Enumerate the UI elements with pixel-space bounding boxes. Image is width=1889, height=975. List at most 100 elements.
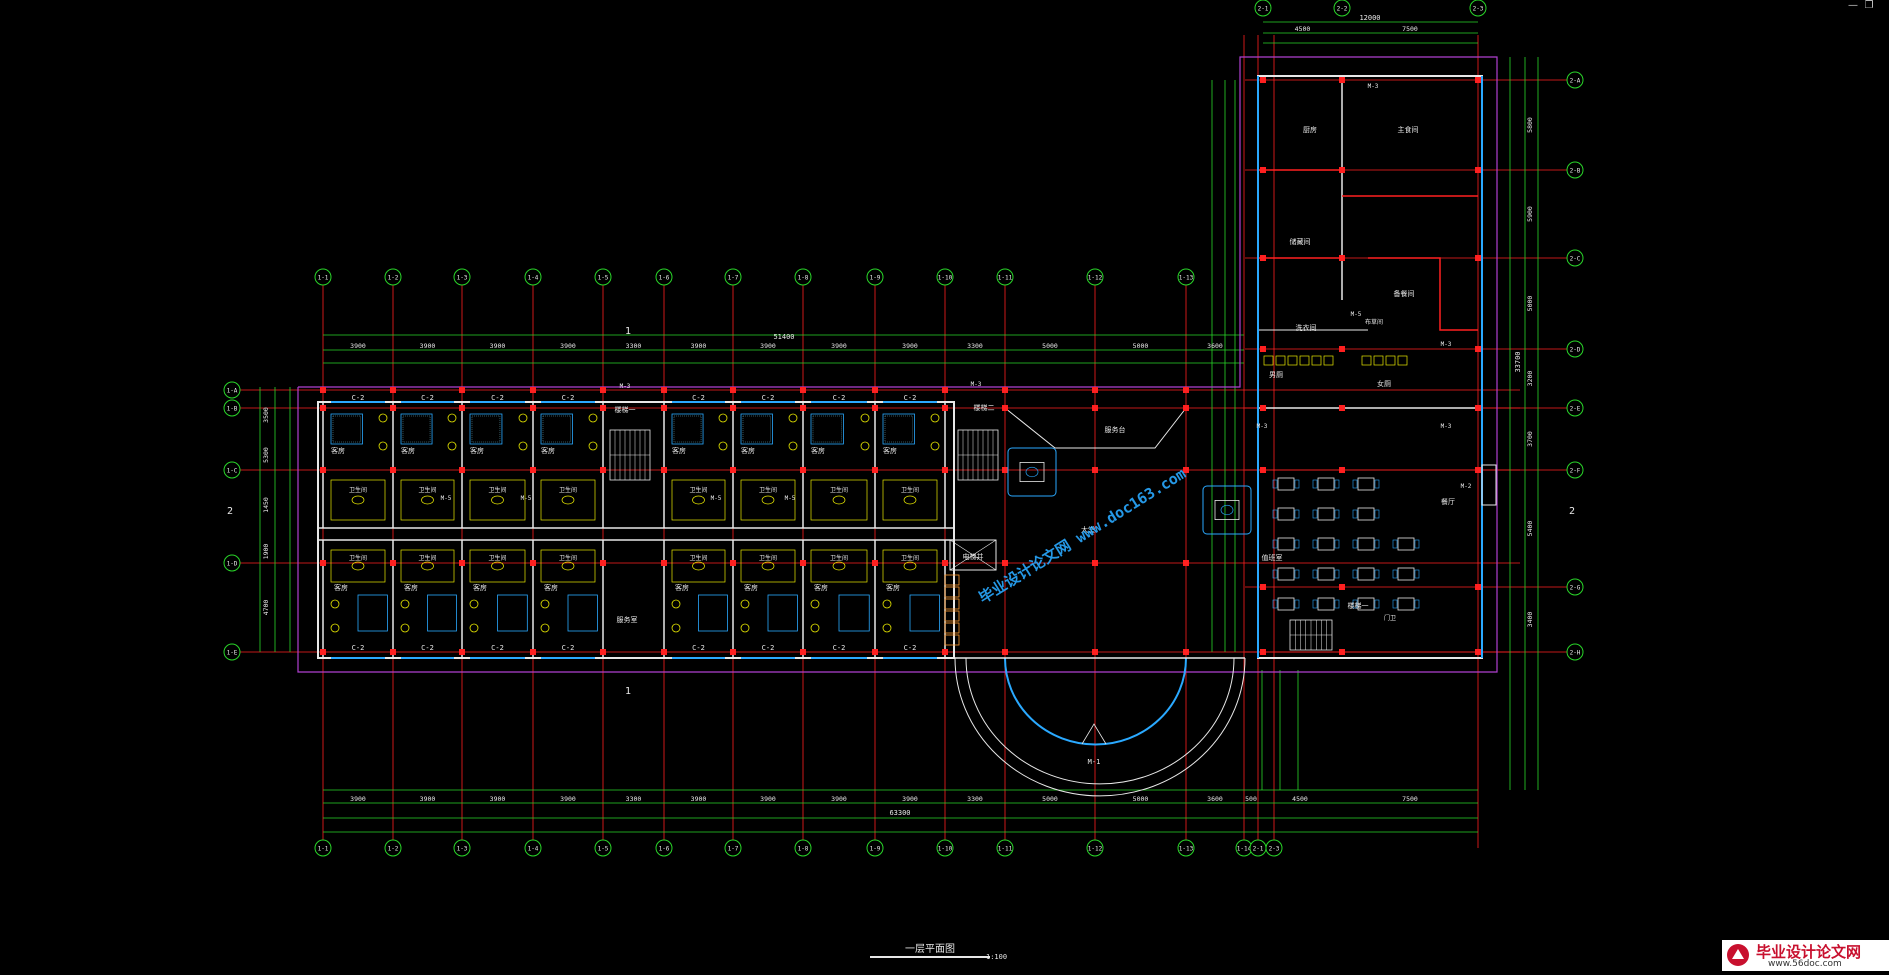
dining-table xyxy=(1317,507,1335,521)
dining-table xyxy=(1317,567,1335,581)
shelf xyxy=(944,610,960,622)
axis-bubble-label: 1-6 xyxy=(659,846,670,853)
dining-table xyxy=(1397,597,1415,611)
axis-bubble-circle xyxy=(314,839,332,857)
dim-left-seg: 4700 xyxy=(262,600,270,616)
label-window: C-2 xyxy=(833,394,846,402)
axis-bubble-label: 1-11 xyxy=(998,846,1013,853)
room-labels: 客房卫生间客房卫生间C-2C-2客房卫生间客房卫生间C-2C-2客房卫生间客房卫… xyxy=(227,83,1575,766)
column xyxy=(390,387,396,393)
column xyxy=(600,387,606,393)
lamp xyxy=(882,599,892,609)
minimize-button[interactable]: — xyxy=(1848,0,1858,11)
column xyxy=(661,560,667,566)
label-door-m5: M-5 xyxy=(1351,311,1362,318)
column xyxy=(320,405,326,411)
label-door-m3: M-3 xyxy=(971,381,982,388)
bed-pattern xyxy=(402,415,431,443)
dim-right-seg: 3400 xyxy=(1526,612,1534,628)
axis-bubble: 1-9 xyxy=(866,839,884,857)
label-toilet-women: 女厕 xyxy=(1377,379,1391,388)
bed xyxy=(330,413,363,445)
column xyxy=(1339,167,1345,173)
lamp xyxy=(469,599,479,609)
dim-right-seg: 3700 xyxy=(1526,431,1534,447)
lamp xyxy=(860,413,870,423)
bathroom-box xyxy=(810,549,868,583)
bathroom-box xyxy=(671,549,726,583)
bathroom-box xyxy=(882,549,938,583)
shelf xyxy=(944,622,960,634)
axis-bubble: 1-3 xyxy=(453,268,471,286)
axis-bubble-circle xyxy=(1566,161,1584,179)
dining-chair xyxy=(1312,539,1318,549)
dining-table xyxy=(1277,597,1295,611)
column xyxy=(320,387,326,393)
dim-bottom-seg: 3900 xyxy=(560,795,576,803)
column xyxy=(872,560,878,566)
column xyxy=(390,560,396,566)
axis-bubble-circle xyxy=(1254,0,1272,17)
column xyxy=(459,387,465,393)
dining-chair xyxy=(1414,599,1420,609)
axis-bubble-circle xyxy=(655,268,673,286)
label-window: C-2 xyxy=(352,644,365,652)
restore-button[interactable]: ❐ xyxy=(1864,0,1874,11)
dim-top-seg: 5000 xyxy=(1042,342,1058,350)
table-ornament xyxy=(1220,504,1234,516)
service-desk-counter xyxy=(1004,407,1187,449)
axis-bubble-circle xyxy=(1566,71,1584,89)
label-guest-room: 客房 xyxy=(811,446,825,455)
lamp xyxy=(740,623,750,633)
axis-bubble-label: 1-5 xyxy=(598,846,609,853)
dim-bottom-seg: 4500 xyxy=(1292,795,1308,803)
sofa-group xyxy=(1007,447,1057,497)
lamp xyxy=(788,413,798,423)
toilet-stall xyxy=(1373,355,1384,366)
axis-bubble-circle xyxy=(1566,643,1584,661)
axis-bubble-circle xyxy=(1177,839,1195,857)
lamp xyxy=(447,441,457,451)
bed xyxy=(810,413,844,445)
label-guest-room: 客房 xyxy=(331,446,345,455)
label-bathroom: 卫生间 xyxy=(689,486,707,494)
toilet-stall xyxy=(1263,355,1274,366)
axis-bubble: 1-5 xyxy=(594,839,612,857)
dining-chair xyxy=(1392,539,1398,549)
axis-bubble-label: 1-14 xyxy=(1237,846,1252,853)
column xyxy=(872,649,878,655)
axis-bubble: 1-12 xyxy=(1086,839,1104,857)
walls xyxy=(297,56,1498,797)
bathroom-box xyxy=(882,479,938,521)
axis-bubble-label: 2-A xyxy=(1570,78,1581,85)
dining-chair xyxy=(1334,599,1340,609)
axis-bubble-label: 1-1 xyxy=(318,275,329,282)
axis-bubble-label: 2-2 xyxy=(1337,6,1348,13)
lamp xyxy=(930,413,940,423)
axis-bubble-circle xyxy=(1469,0,1487,17)
lamp xyxy=(718,441,728,451)
label-kitchen: 厨房 xyxy=(1303,125,1317,134)
stair xyxy=(609,429,651,481)
axis-bubble-circle xyxy=(223,381,241,399)
axis-bubble-circle xyxy=(524,268,542,286)
toilet xyxy=(903,561,917,571)
dim-bottom-seg: 3300 xyxy=(626,795,642,803)
dining-chair xyxy=(1312,509,1318,519)
lamp xyxy=(588,413,598,423)
dining-chair xyxy=(1374,569,1380,579)
axis-bubble: 1-13 xyxy=(1177,839,1195,857)
label-door-m5: M-5 xyxy=(711,495,722,502)
dining-table xyxy=(1357,567,1375,581)
label-bathroom: 卫生间 xyxy=(559,554,577,562)
toilet xyxy=(421,495,434,505)
label-bathroom: 卫生间 xyxy=(830,486,848,494)
axis-bubble-circle xyxy=(314,268,332,286)
toilet xyxy=(561,495,575,505)
dim-top-right-seg: 4500 xyxy=(1295,25,1311,33)
axis-bubble-circle xyxy=(724,268,742,286)
label-bathroom: 卫生间 xyxy=(349,486,367,494)
column xyxy=(459,467,465,473)
